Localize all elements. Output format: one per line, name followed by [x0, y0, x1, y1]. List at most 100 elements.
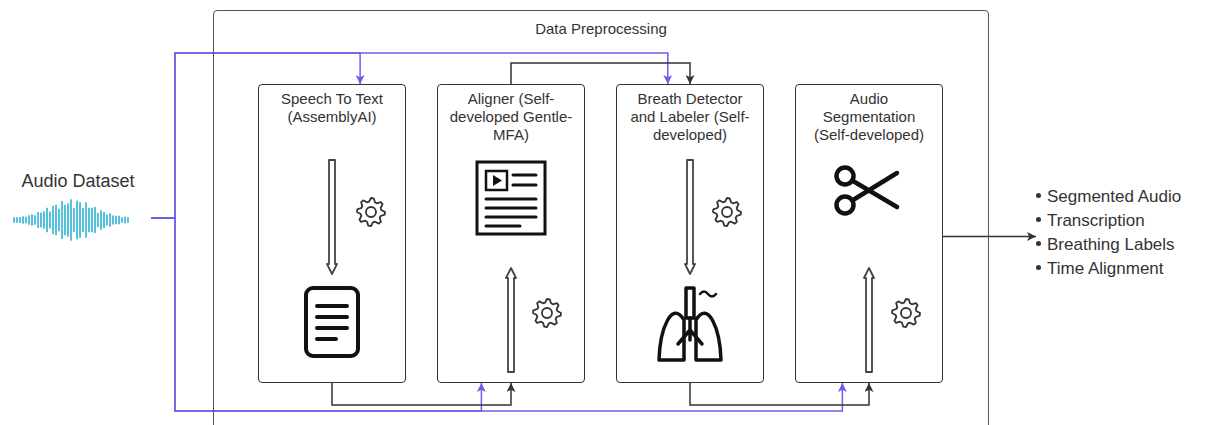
hollow-arrow [685, 160, 695, 274]
video-frame [486, 171, 507, 190]
wave-stroke [97, 213, 99, 227]
process-box: Audio Segmentation (Self-developed) [795, 84, 943, 383]
scissors-handle [837, 197, 854, 214]
wave-stroke [37, 212, 39, 228]
text-row: Time Alignment [1036, 257, 1181, 281]
gear-hole [542, 308, 552, 318]
wave-stroke [118, 216, 120, 224]
wave-stroke [109, 213, 111, 226]
wave-stroke [19, 217, 21, 223]
wave-stroke [112, 215, 114, 224]
wave-stroke [85, 202, 87, 237]
process-box: Speech To Text (AssemblyAI) [258, 84, 406, 383]
wave-stroke [94, 207, 96, 233]
gear-icon [892, 299, 920, 327]
node-label: Aligner (Self-developed Gentle-MFA) [447, 90, 575, 144]
bullet-dot [1036, 265, 1041, 270]
bronchi [678, 318, 702, 344]
right-lung [696, 313, 721, 360]
wave-stroke [58, 209, 60, 232]
wave-stroke [64, 205, 66, 236]
page-outline [477, 162, 545, 234]
node-label: Audio Dataset [21, 170, 134, 192]
gear-icon [713, 198, 741, 226]
flow-connector [332, 383, 511, 405]
scissors-blades [853, 173, 897, 207]
text-row: Breath Detector and Labeler (Self-develo… [626, 85, 754, 144]
breath-wave [700, 292, 716, 297]
flow-arrows [327, 160, 874, 372]
bullet-dot [1036, 193, 1041, 198]
wave-stroke [70, 199, 72, 240]
gear-hole [901, 308, 911, 318]
gear-hole [722, 207, 732, 217]
text-row: Speech To Text (AssemblyAI) [268, 85, 396, 126]
wave-stroke [88, 208, 90, 233]
text-lines [486, 175, 536, 226]
output-item: Breathing Labels [1047, 233, 1175, 257]
wave-stroke [43, 211, 45, 228]
wave-stroke [82, 208, 84, 232]
trachea [686, 288, 694, 318]
document-outline [306, 288, 358, 356]
wave-stroke [31, 214, 33, 225]
document-lines [317, 306, 347, 339]
text-row: Segmented Audio [1036, 185, 1181, 209]
wave-stroke [13, 217, 15, 222]
output-item: Segmented Audio [1047, 185, 1181, 209]
wave-stroke [76, 201, 78, 239]
wave-stroke [100, 210, 102, 230]
text-row: Transcription [1036, 209, 1181, 233]
wave-stroke [40, 212, 42, 227]
process-box: Aligner (Self-developed Gentle-MFA) [437, 84, 585, 383]
scissors-icon [837, 168, 898, 214]
group-box: Speech To Text (AssemblyAI) Aligner (Self… [213, 10, 989, 425]
wave-stroke [16, 217, 18, 223]
wave-stroke [121, 217, 123, 223]
wave-stroke [49, 212, 51, 229]
bullet-dot [1036, 217, 1041, 222]
wave-stroke [124, 217, 126, 223]
document-icon [306, 288, 358, 356]
node-label: Speech To Text (AssemblyAI) [268, 90, 396, 126]
connectors [151, 53, 1036, 411]
gear-icon [357, 198, 385, 226]
hollow-arrow [327, 160, 337, 274]
wave-stroke [55, 205, 57, 236]
node-label: Audio Segmentation (Self-developed) [805, 90, 933, 144]
group-title: Data Preprocessing [535, 20, 667, 37]
flow-connector [151, 53, 668, 218]
flow-connector [690, 383, 869, 405]
lungs-icon [659, 288, 721, 360]
wave-stroke [61, 201, 63, 239]
hollow-arrow [864, 268, 874, 372]
wave-stroke [115, 216, 117, 225]
wave-stroke [25, 217, 27, 224]
wave-stroke [22, 216, 24, 224]
bullet-dot [1036, 241, 1041, 246]
process-box: Breath Detector and Labeler (Self-develo… [616, 84, 764, 383]
gear-icons [357, 198, 920, 327]
text-row: Audio Segmentation (Self-developed) [805, 85, 933, 144]
wave-stroke [127, 217, 129, 223]
wave-stroke [73, 208, 75, 232]
wave-stroke [79, 202, 81, 238]
wave-stroke [67, 203, 69, 236]
flow-connector [943, 236, 1036, 238]
play-symbol [493, 175, 502, 186]
wave-stroke [106, 214, 108, 225]
text-row: Breathing Labels [1036, 233, 1181, 257]
wave-stroke [52, 206, 54, 234]
output-list: Segmented AudioTranscriptionBreathing La… [1036, 185, 1181, 281]
output-item: Time Alignment [1047, 257, 1164, 281]
wave-stroke [34, 215, 36, 225]
gear-icon [533, 299, 561, 327]
left-lung [659, 313, 684, 360]
flow-connector [511, 63, 690, 84]
node-label: Breath Detector and Labeler (Self-develo… [626, 90, 754, 144]
hollow-arrow [506, 268, 516, 372]
text-row: Aligner (Self-developed Gentle-MFA) [447, 85, 575, 144]
waveform-icon [14, 199, 128, 240]
flow-connector [151, 53, 360, 218]
